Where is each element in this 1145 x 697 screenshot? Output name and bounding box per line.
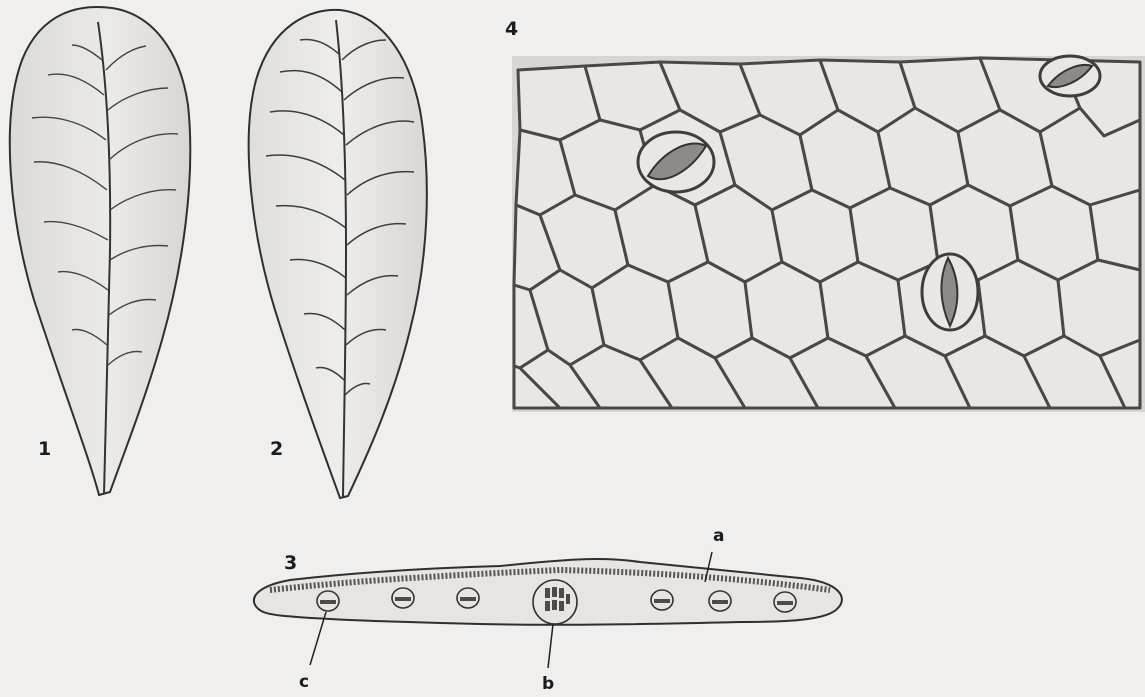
label-2: 2 [270,440,283,459]
label-4: 4 [505,20,518,39]
leaf-2 [249,10,427,498]
cross-section [254,552,842,668]
epidermis-panel [512,56,1145,412]
label-3: 3 [284,554,297,573]
stoma-3 [1040,56,1100,96]
label-c: c [299,674,309,691]
stoma-2 [922,254,978,330]
label-b: b [542,676,554,693]
stoma-1 [638,132,714,192]
label-a: a [713,528,724,545]
label-1: 1 [38,440,51,459]
leaf-1 [10,7,190,495]
